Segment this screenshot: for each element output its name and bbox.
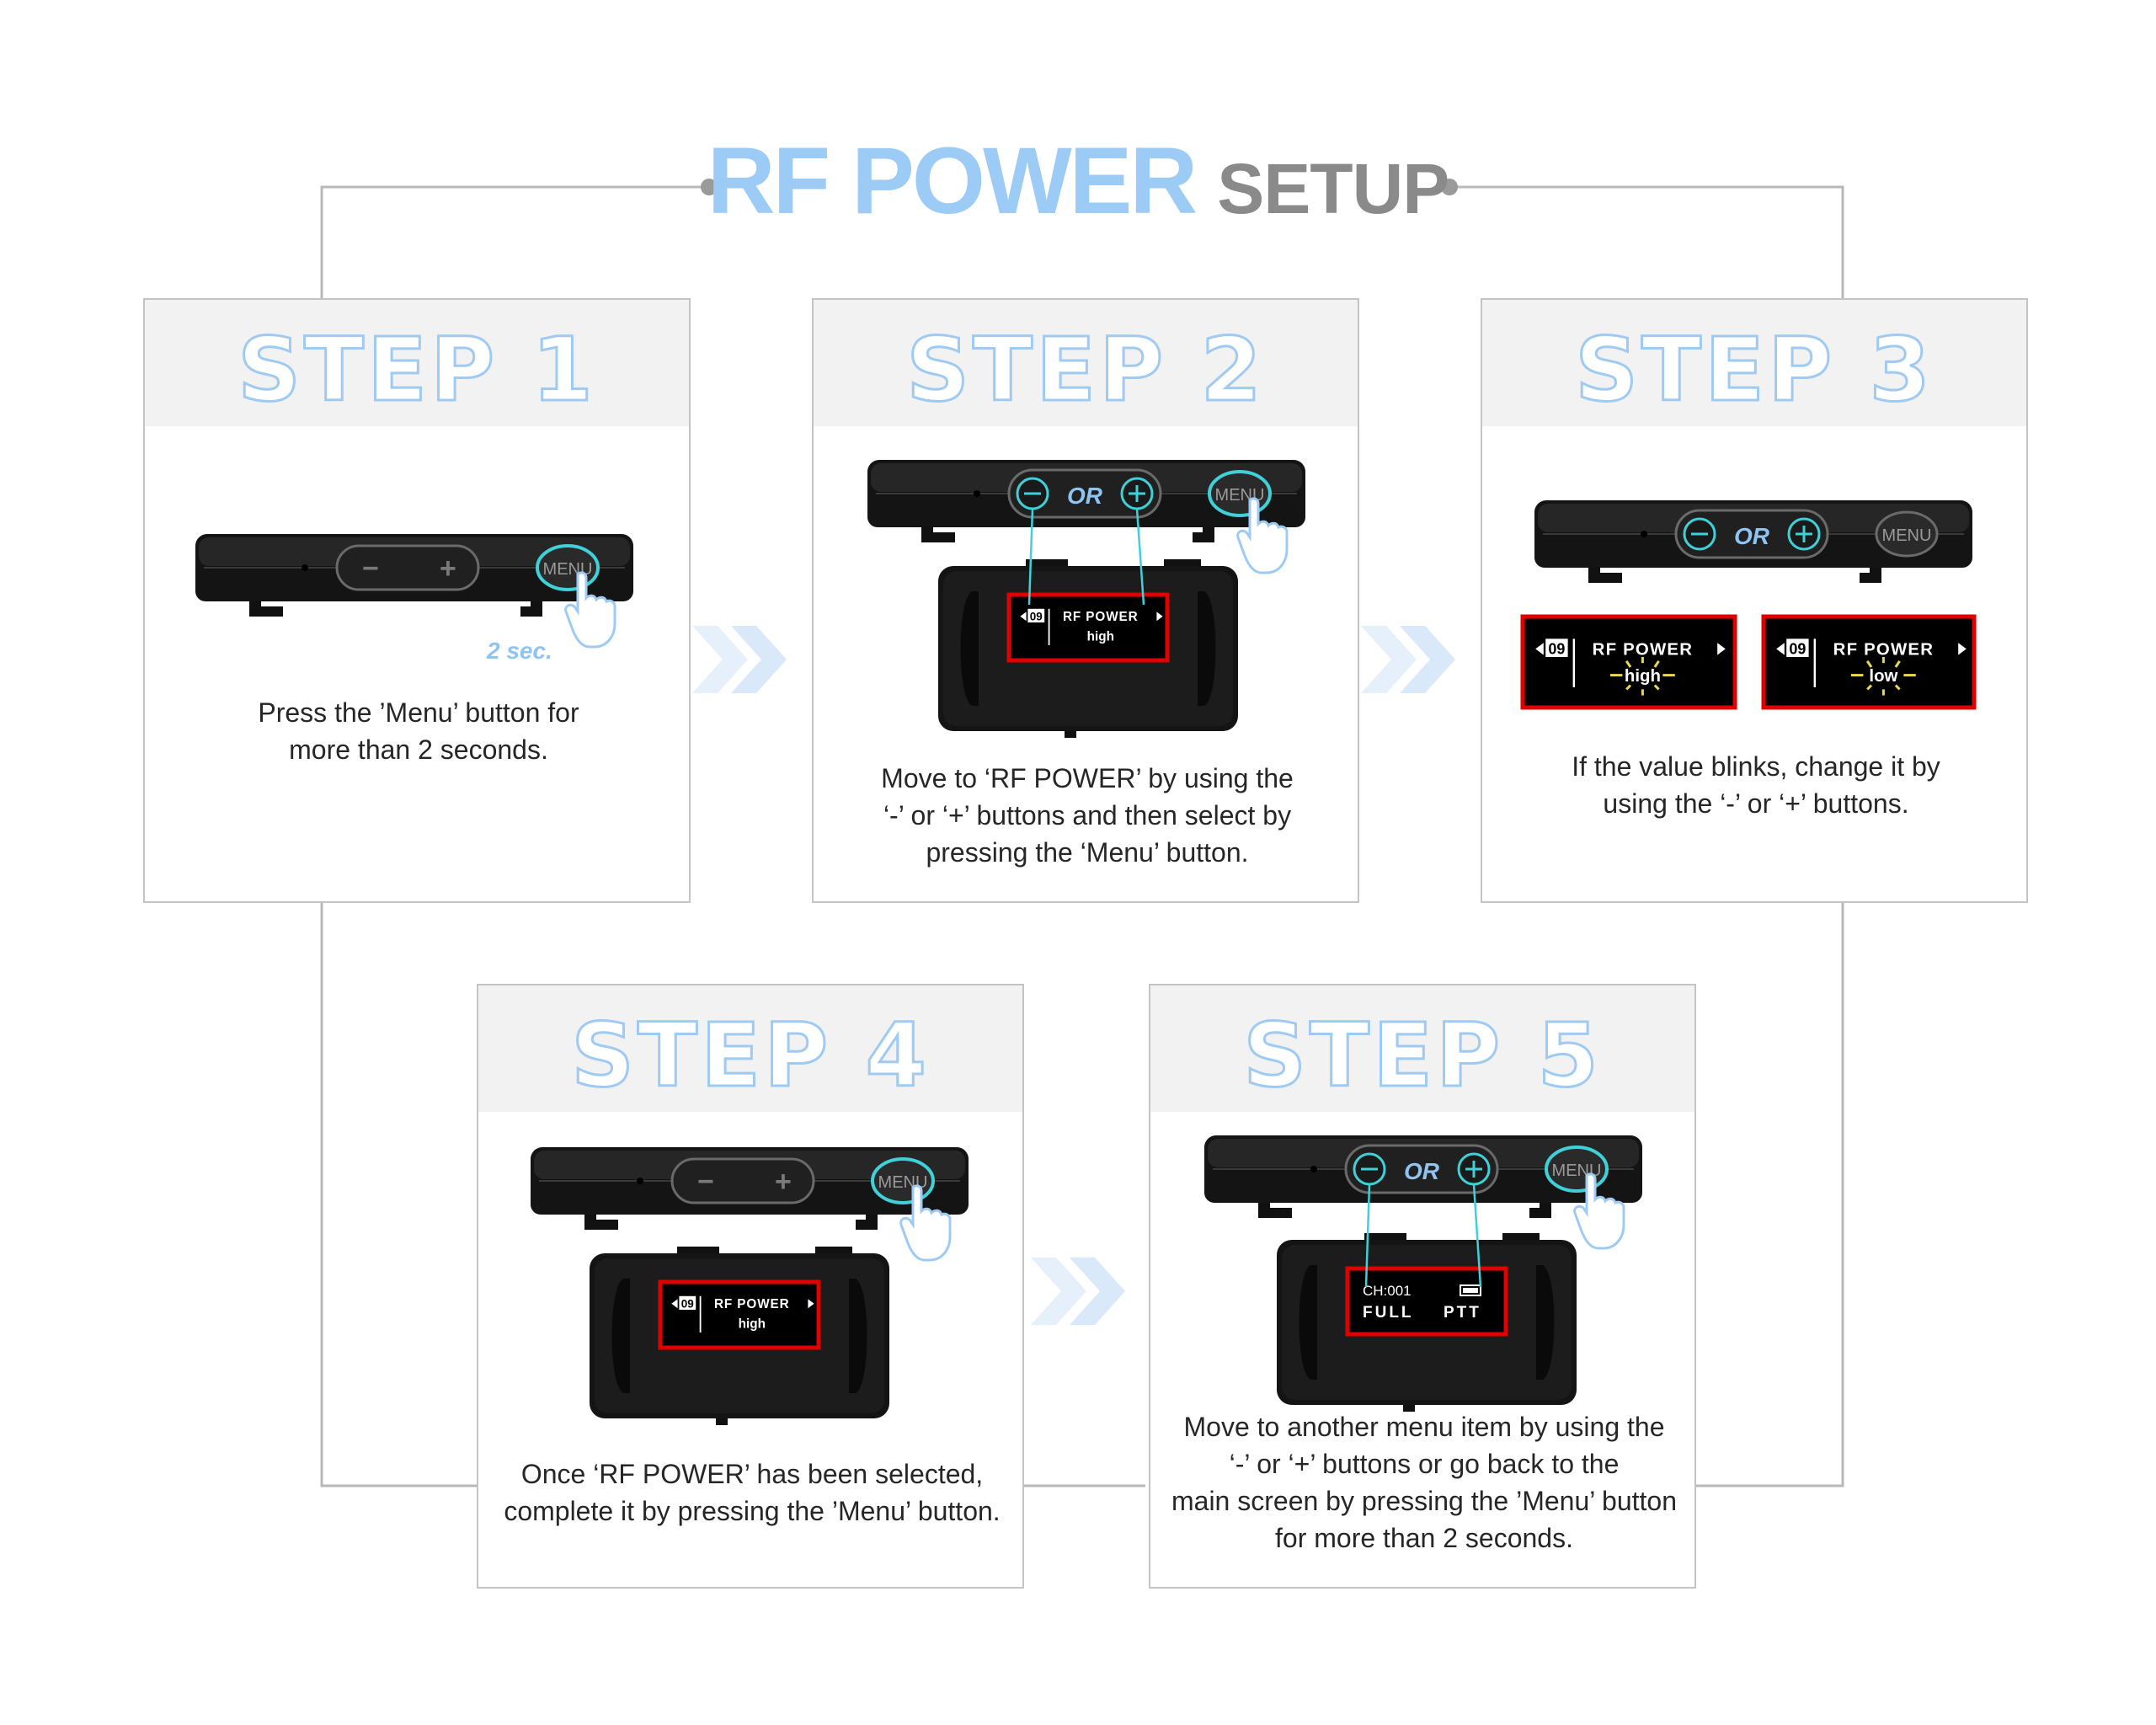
menu-button — [1875, 510, 1939, 558]
device-top-unit: OR MENU — [1534, 500, 1972, 583]
step-description: Once ‘RF POWER’ has been selected, compl… — [504, 1459, 1001, 1526]
menu-screen: 09 RF POWER high — [671, 1295, 814, 1333]
left-arrow-icon — [671, 1299, 678, 1309]
device-receiver-unit: 09 RF POWER high — [938, 559, 1238, 738]
menu-label: MENU — [1882, 526, 1932, 545]
callout-line — [1135, 508, 1145, 606]
screen-high-preview: 09 RF POWER high — [1520, 614, 1737, 710]
menu-item-value: high — [1087, 630, 1114, 644]
menu-index: 09 — [1030, 610, 1043, 622]
step-title: STEP 1 — [237, 318, 596, 423]
minus-icon: − — [362, 553, 379, 585]
step-header — [145, 300, 689, 426]
menu-index: 09 — [1548, 640, 1565, 657]
ptt-readout: PTT — [1444, 1304, 1481, 1322]
flow-arrow-3 — [1031, 1258, 1125, 1325]
or-label: OR — [1404, 1158, 1440, 1184]
callout-line — [1472, 1183, 1482, 1288]
menu-screen: 09 RF POWER high — [1020, 608, 1163, 646]
device-receiver-unit: 09 RF POWER high — [590, 1247, 889, 1425]
screen-highlight — [1520, 614, 1737, 710]
screen-low-preview: 09 RF POWER low — [1761, 614, 1977, 710]
menu-index: 09 — [681, 1297, 694, 1310]
right-arrow-icon — [808, 1299, 814, 1309]
menu-item-name: RF POWER — [1833, 641, 1934, 660]
left-arrow-icon — [1776, 643, 1785, 655]
step-title: STEP 3 — [1574, 318, 1934, 423]
step-header — [1150, 985, 1694, 1112]
menu-item-name: RF POWER — [1063, 610, 1139, 624]
pointing-hand-icon — [1573, 1172, 1625, 1250]
screen-highlight — [658, 1279, 821, 1350]
pointing-hand-icon — [564, 571, 616, 649]
menu-item-value: high — [1625, 667, 1661, 686]
step-header — [1482, 300, 2026, 426]
hold-time-label: 2 sec. — [486, 638, 552, 664]
volume-rocker — [335, 544, 480, 591]
step-description: Move to ‘RF POWER’ by using the ‘-’ or ‘… — [881, 763, 1294, 868]
menu-index: 09 — [1789, 640, 1806, 657]
menu-screen: 09 RF POWER low — [1776, 638, 1967, 696]
step-header — [814, 300, 1358, 426]
step-description: Press the ’Menu’ button for more than 2 … — [258, 697, 579, 765]
plus-icon: + — [440, 553, 456, 585]
channel-readout: CH:001 — [1363, 1283, 1412, 1299]
left-arrow-icon — [1535, 643, 1544, 655]
volume-rocker — [1674, 509, 1829, 559]
flow-arrow-2 — [1361, 626, 1455, 693]
plus-icon: + — [775, 1166, 792, 1198]
menu-screen: 09 RF POWER high — [1535, 638, 1726, 696]
step-title: STEP 2 — [905, 318, 1265, 423]
or-label: OR — [1067, 483, 1103, 509]
menu-item-name: RF POWER — [714, 1297, 790, 1311]
flow-arrow-1 — [692, 626, 787, 693]
step-description: If the value blinks, change it by using … — [1572, 751, 1940, 819]
menu-item-value: low — [1869, 667, 1897, 686]
battery-icon — [1460, 1284, 1481, 1296]
volume-rocker — [1007, 468, 1162, 519]
pointing-hand-icon — [899, 1184, 952, 1262]
callout-line — [1027, 508, 1034, 606]
right-arrow-icon — [1717, 643, 1726, 655]
callout-line — [1364, 1183, 1371, 1288]
step-header — [478, 985, 1022, 1112]
screen-highlight — [1345, 1266, 1508, 1337]
right-arrow-icon — [1156, 611, 1163, 622]
step-description: Move to another menu item by using the ‘… — [1171, 1412, 1678, 1553]
right-arrow-icon — [1958, 643, 1967, 655]
left-arrow-icon — [1020, 611, 1027, 622]
blink-indicator — [1851, 657, 1916, 696]
step-title: STEP 4 — [570, 1003, 930, 1108]
volume-rocker — [670, 1157, 815, 1204]
or-label: OR — [1734, 523, 1770, 549]
title-main: RF POWER — [707, 128, 1198, 233]
device-top-unit: −+MENU — [531, 1147, 969, 1262]
step-title: STEP 5 — [1242, 1003, 1602, 1108]
blink-indicator — [1610, 657, 1675, 696]
minus-icon: − — [697, 1166, 714, 1198]
device-top-unit: −+MENU — [195, 534, 633, 649]
pointing-hand-icon — [1236, 497, 1289, 574]
volume-rocker — [1344, 1144, 1499, 1194]
step-3-panel: STEP 3 If the value blinks, change it by… — [1481, 298, 2028, 903]
power-readout: FULL — [1363, 1304, 1414, 1322]
screen-highlight — [1006, 592, 1170, 663]
menu-item-value: high — [739, 1317, 766, 1332]
menu-item-name: RF POWER — [1593, 641, 1693, 660]
title-sub: SETUP — [1217, 149, 1449, 228]
